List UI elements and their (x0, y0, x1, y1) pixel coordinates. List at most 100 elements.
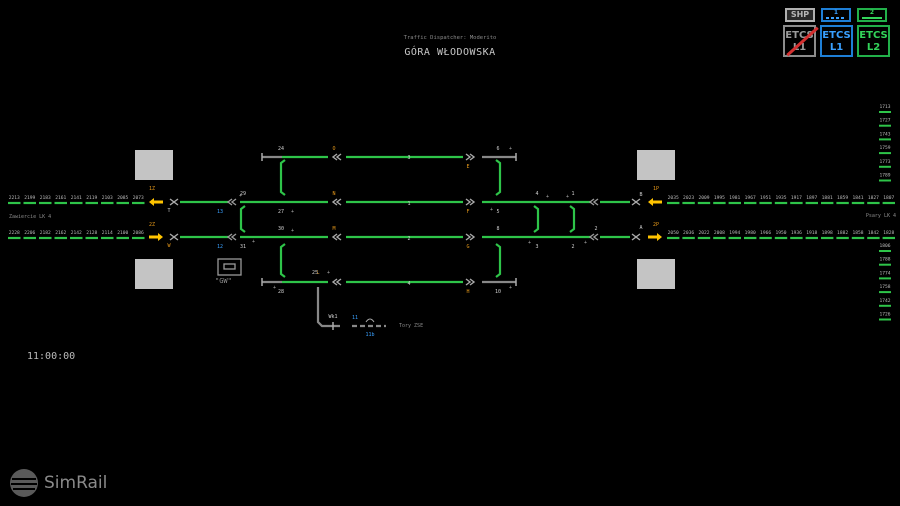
block-section[interactable]: 1726 (879, 312, 891, 321)
block-section[interactable]: 1858 (851, 230, 865, 240)
block-section[interactable]: 1966 (759, 230, 772, 240)
block-section[interactable]: 1898 (821, 230, 834, 240)
block-number: 2161 (55, 195, 66, 201)
block-section[interactable]: 2206 (23, 230, 37, 240)
block-section[interactable]: 2183 (39, 195, 52, 205)
signal-icon[interactable] (631, 233, 641, 241)
block-section[interactable]: 1788 (879, 257, 891, 266)
block-number: 2162 (55, 230, 66, 236)
block-section[interactable]: 1995 (713, 195, 726, 205)
etcs-level1-badge[interactable]: 1 (821, 8, 851, 22)
block-section[interactable]: 2036 (682, 230, 695, 240)
block-section[interactable]: 1897 (805, 195, 818, 205)
block-section[interactable]: 2182 (39, 230, 52, 240)
entry-signal-arrow-icon[interactable] (149, 233, 163, 241)
block-section[interactable]: 1881 (821, 195, 834, 205)
crossover-27[interactable] (239, 205, 246, 233)
shunting-signal-icon[interactable] (365, 318, 375, 323)
block-section[interactable]: 2142 (70, 230, 83, 240)
block-section[interactable]: 1827 (867, 195, 880, 205)
block-section[interactable]: 2100 (116, 230, 130, 240)
signal-icon[interactable] (169, 233, 179, 241)
crossover-6[interactable] (495, 159, 502, 196)
signal-icon[interactable] (169, 198, 179, 206)
block-section[interactable]: 1759 (879, 145, 891, 155)
track-number-2: 2 (407, 236, 410, 242)
block-section[interactable]: 1727 (879, 118, 891, 127)
block-section[interactable]: 1773 (879, 159, 891, 168)
block-section[interactable]: 2103 (101, 195, 114, 205)
block-section[interactable]: 2119 (85, 195, 99, 205)
block-section[interactable]: 2199 (23, 195, 37, 205)
block-number: 1827 (868, 195, 879, 201)
block-section[interactable]: 1828 (882, 230, 895, 240)
block-section[interactable]: 1935 (774, 195, 788, 205)
block-section[interactable]: 2161 (54, 195, 68, 205)
block-number: 1743 (879, 131, 890, 137)
block-number: 1807 (883, 195, 894, 201)
etcs-l1-disabled-button[interactable]: ETCS L1 (783, 25, 819, 57)
signal-Wk1: Wk1 (328, 314, 337, 320)
block-section[interactable]: 1789 (879, 173, 891, 182)
block-section[interactable]: 1774 (879, 270, 891, 280)
block-section[interactable]: 1882 (836, 230, 849, 240)
crossover-3[interactable] (569, 205, 576, 233)
block-section[interactable]: 2114 (101, 230, 114, 240)
block-section[interactable]: 1994 (728, 230, 741, 240)
block-section[interactable]: 2035 (667, 195, 680, 205)
block-section[interactable]: 1841 (851, 195, 865, 205)
block-section[interactable]: 1842 (867, 230, 880, 240)
block-section[interactable]: 1742 (879, 298, 891, 307)
block-number: 1774 (879, 270, 890, 276)
signal-1P: 1P (653, 186, 659, 192)
entry-signal-arrow-icon[interactable] (648, 233, 662, 241)
block-section[interactable]: 1950 (774, 230, 788, 240)
block-number: 1842 (868, 230, 879, 236)
etcs-l1-button[interactable]: ETCS L1 (820, 25, 853, 57)
entry-signal-arrow-icon[interactable] (648, 198, 662, 206)
entry-signal-arrow-icon[interactable] (149, 198, 163, 206)
crossover-5[interactable] (533, 205, 540, 233)
track-chevron-icon (331, 233, 342, 241)
crossover-24[interactable] (279, 159, 286, 196)
block-section[interactable]: 2162 (54, 230, 68, 240)
block-section[interactable]: 1918 (805, 230, 818, 240)
etcs-level2-badge[interactable]: 2 (857, 8, 887, 22)
block-section[interactable]: 2023 (682, 195, 695, 205)
block-number: 1981 (729, 195, 740, 201)
shp-indicator[interactable]: SHP (785, 8, 815, 22)
block-section[interactable]: 2141 (70, 195, 83, 205)
crossover-8[interactable] (495, 243, 502, 278)
signal-icon[interactable] (631, 198, 641, 206)
block-section[interactable]: 2213 (8, 195, 21, 205)
depot-gw-icon[interactable] (217, 258, 242, 276)
block-section[interactable]: 2022 (697, 230, 711, 240)
block-section[interactable]: 2085 (116, 195, 130, 205)
block-section[interactable]: 2008 (713, 230, 726, 240)
block-section[interactable]: 1713 (879, 104, 891, 113)
block-section[interactable]: 1743 (879, 131, 891, 141)
switch-marker: + (584, 240, 587, 246)
signal-E: E (466, 164, 469, 170)
block-section[interactable]: 2009 (697, 195, 711, 205)
block-section[interactable]: 1980 (744, 230, 757, 240)
block-section[interactable]: 2073 (132, 195, 145, 205)
block-section[interactable]: 2228 (8, 230, 21, 240)
siding-track[interactable] (316, 287, 340, 328)
block-section[interactable]: 2086 (132, 230, 145, 240)
block-section[interactable]: 2128 (85, 230, 99, 240)
block-section[interactable]: 1967 (744, 195, 757, 205)
block-section[interactable]: 1981 (728, 195, 741, 205)
block-section[interactable]: 1859 (836, 195, 849, 205)
clock: 11:00:00 (27, 351, 76, 362)
etcs-l2-button[interactable]: ETCS L2 (857, 25, 890, 57)
block-section[interactable]: 1951 (759, 195, 772, 205)
block-section[interactable]: 1806 (879, 243, 891, 252)
block-section[interactable]: 1758 (879, 284, 891, 294)
block-section[interactable]: 1807 (882, 195, 895, 205)
block-section[interactable]: 1917 (790, 195, 803, 205)
block-section[interactable]: 1936 (790, 230, 803, 240)
block-section[interactable]: 2050 (667, 230, 680, 240)
crossover-28[interactable] (279, 243, 286, 278)
